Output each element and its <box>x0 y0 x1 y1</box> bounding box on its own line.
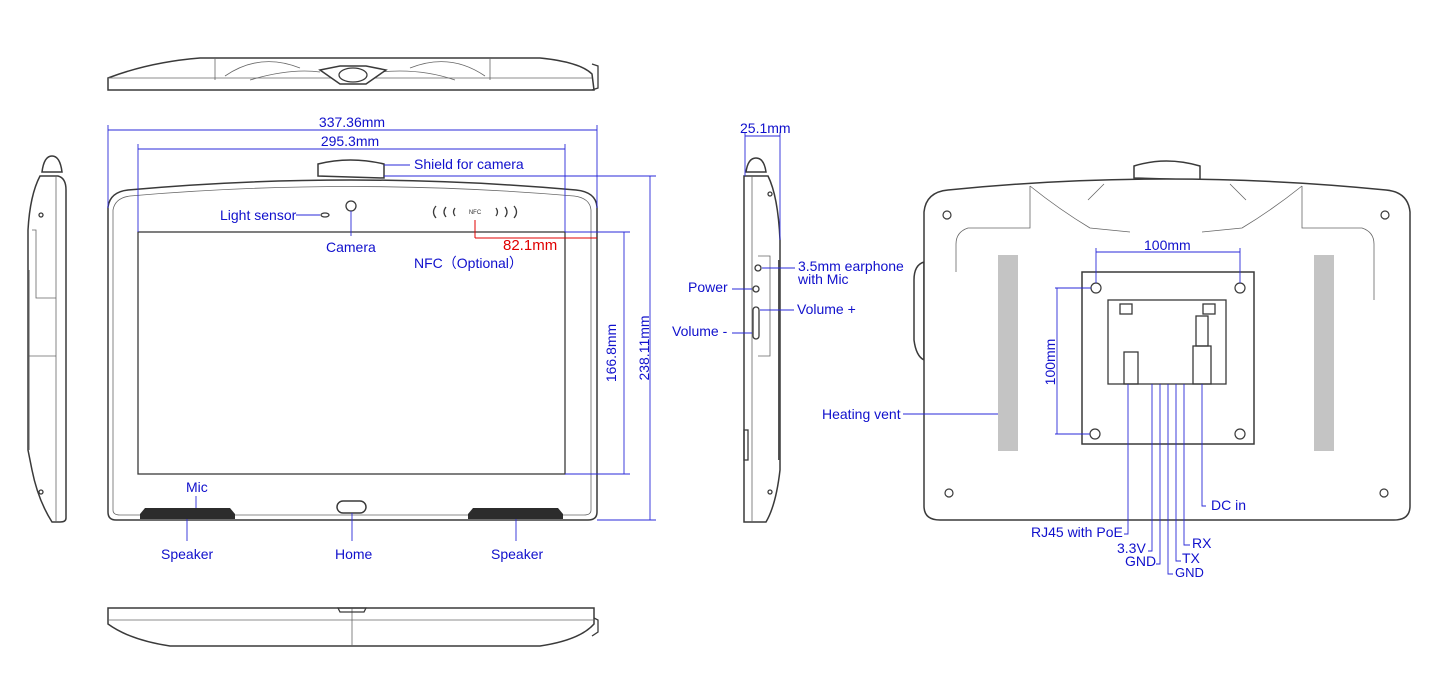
depth-label: 25.1mm <box>740 120 791 136</box>
mic-label: Mic <box>186 479 208 495</box>
bottom-view <box>107 607 599 647</box>
volume-minus-label: Volume - <box>672 323 728 339</box>
earphone-label-line1: 3.5mm earphone <box>798 258 904 274</box>
v33-label: 3.3V <box>1117 540 1146 556</box>
nfc-offset-label: 82.1mm <box>503 237 557 254</box>
earphone-label-line2: with Mic <box>797 271 849 287</box>
gnd-label-1: GND <box>1125 553 1156 569</box>
light-sensor-label: Light sensor <box>220 207 297 223</box>
overall-height-label: 238.11mm <box>636 315 652 380</box>
camera-label: Camera <box>326 239 376 255</box>
nfc-icon: NFC <box>432 205 518 219</box>
tx-label: TX <box>1182 550 1201 566</box>
speaker-right-label: Speaker <box>491 546 543 562</box>
left-vent <box>998 255 1018 451</box>
vesa-height-label: 100mm <box>1042 339 1058 386</box>
overall-width-label: 337.36mm <box>319 114 385 130</box>
shield-camera-label: Shield for camera <box>414 156 524 172</box>
home-button-shape <box>336 500 367 514</box>
volume-plus-label: Volume + <box>797 301 856 317</box>
screen-width-label: 295.3mm <box>321 133 379 149</box>
heating-vent-label: Heating vent <box>822 406 901 422</box>
nfc-optional-label: NFC（Optional） <box>414 255 523 271</box>
gnd-label-2: GND <box>1175 565 1204 580</box>
rx-label: RX <box>1192 535 1212 551</box>
right-speaker-grill <box>468 508 563 519</box>
front-view: NFC 337.36mm 295.3mm 166.8mm 238.11mm 82… <box>107 114 656 562</box>
top-view <box>107 57 599 91</box>
dc-in-label: DC in <box>1211 497 1246 513</box>
home-label: Home <box>335 546 373 562</box>
speaker-left-label: Speaker <box>161 546 213 562</box>
nfc-icon-text: NFC <box>469 210 482 216</box>
left-side-view <box>27 155 67 523</box>
vesa-width-label: 100mm <box>1144 237 1191 253</box>
power-label: Power <box>688 279 728 295</box>
rear-view: 100mm 100mm Heating vent DC in RJ45 with… <box>822 160 1411 580</box>
left-speaker-grill <box>140 508 235 519</box>
rj45-label: RJ45 with PoE <box>1031 524 1123 540</box>
right-vent <box>1314 255 1334 451</box>
screen-height-label: 166.8mm <box>603 324 619 382</box>
right-side-view: 25.1mm 3.5mm earphone with Mic Power Vol… <box>672 120 904 523</box>
